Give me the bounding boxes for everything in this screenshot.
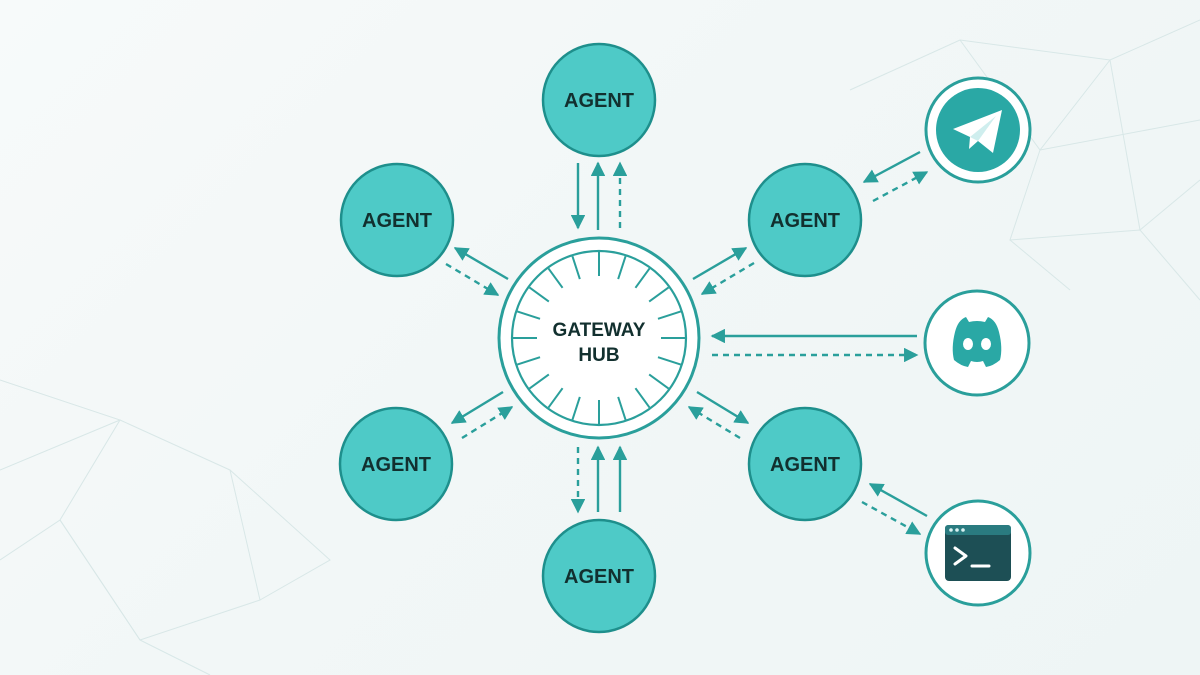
telegram-channel[interactable] — [924, 76, 1032, 184]
connector-top — [570, 161, 628, 230]
hub-tick — [528, 373, 550, 390]
hub-tick — [571, 255, 581, 280]
background-pattern — [0, 19, 1200, 675]
hub-tick — [528, 286, 550, 303]
connector-discord — [710, 328, 919, 363]
hub-tick — [547, 387, 564, 409]
agent-label: AGENT — [564, 566, 634, 588]
agent-node-upper-left[interactable]: AGENT — [339, 162, 455, 278]
connector-bottom — [570, 445, 628, 514]
discord-channel[interactable] — [923, 289, 1031, 397]
connector-terminal — [861, 482, 928, 536]
agent-node-upper-right[interactable]: AGENT — [747, 162, 863, 278]
connector-upper-left — [445, 246, 509, 297]
discord-icon — [952, 317, 1002, 367]
hub-tick — [657, 310, 682, 320]
hub-tick — [516, 310, 541, 320]
hub-tick — [634, 267, 651, 289]
hub-label-line2: HUB — [578, 345, 619, 366]
connector-upper-right — [692, 246, 755, 296]
connector-telegram — [862, 150, 929, 203]
hub-tick — [617, 255, 627, 280]
hub-tick — [634, 387, 651, 409]
agent-label: AGENT — [361, 454, 431, 476]
agent-label: AGENT — [362, 210, 432, 232]
terminal-channel[interactable] — [924, 499, 1032, 607]
telegram-icon — [953, 110, 1002, 153]
connector-lower-right — [687, 390, 750, 440]
agent-node-lower-left[interactable]: AGENT — [338, 406, 454, 522]
hub-label-line1: GATEWAY — [553, 320, 646, 341]
hub-tick — [648, 286, 670, 303]
gateway-hub: GATEWAY HUB — [497, 236, 701, 440]
agent-label: AGENT — [770, 210, 840, 232]
connector-lower-left — [450, 390, 514, 440]
agent-label: AGENT — [564, 90, 634, 112]
hub-ticks — [513, 252, 685, 424]
hub-tick — [648, 373, 670, 390]
terminal-icon — [945, 525, 1011, 581]
hub-tick — [617, 396, 627, 421]
agent-node-top[interactable]: AGENT — [541, 42, 657, 158]
agent-node-bottom[interactable]: AGENT — [541, 518, 657, 634]
hub-tick — [547, 267, 564, 289]
agent-label: AGENT — [770, 454, 840, 476]
hub-tick — [571, 396, 581, 421]
hub-tick — [516, 356, 541, 366]
agent-node-lower-right[interactable]: AGENT — [747, 406, 863, 522]
hub-tick — [657, 356, 682, 366]
